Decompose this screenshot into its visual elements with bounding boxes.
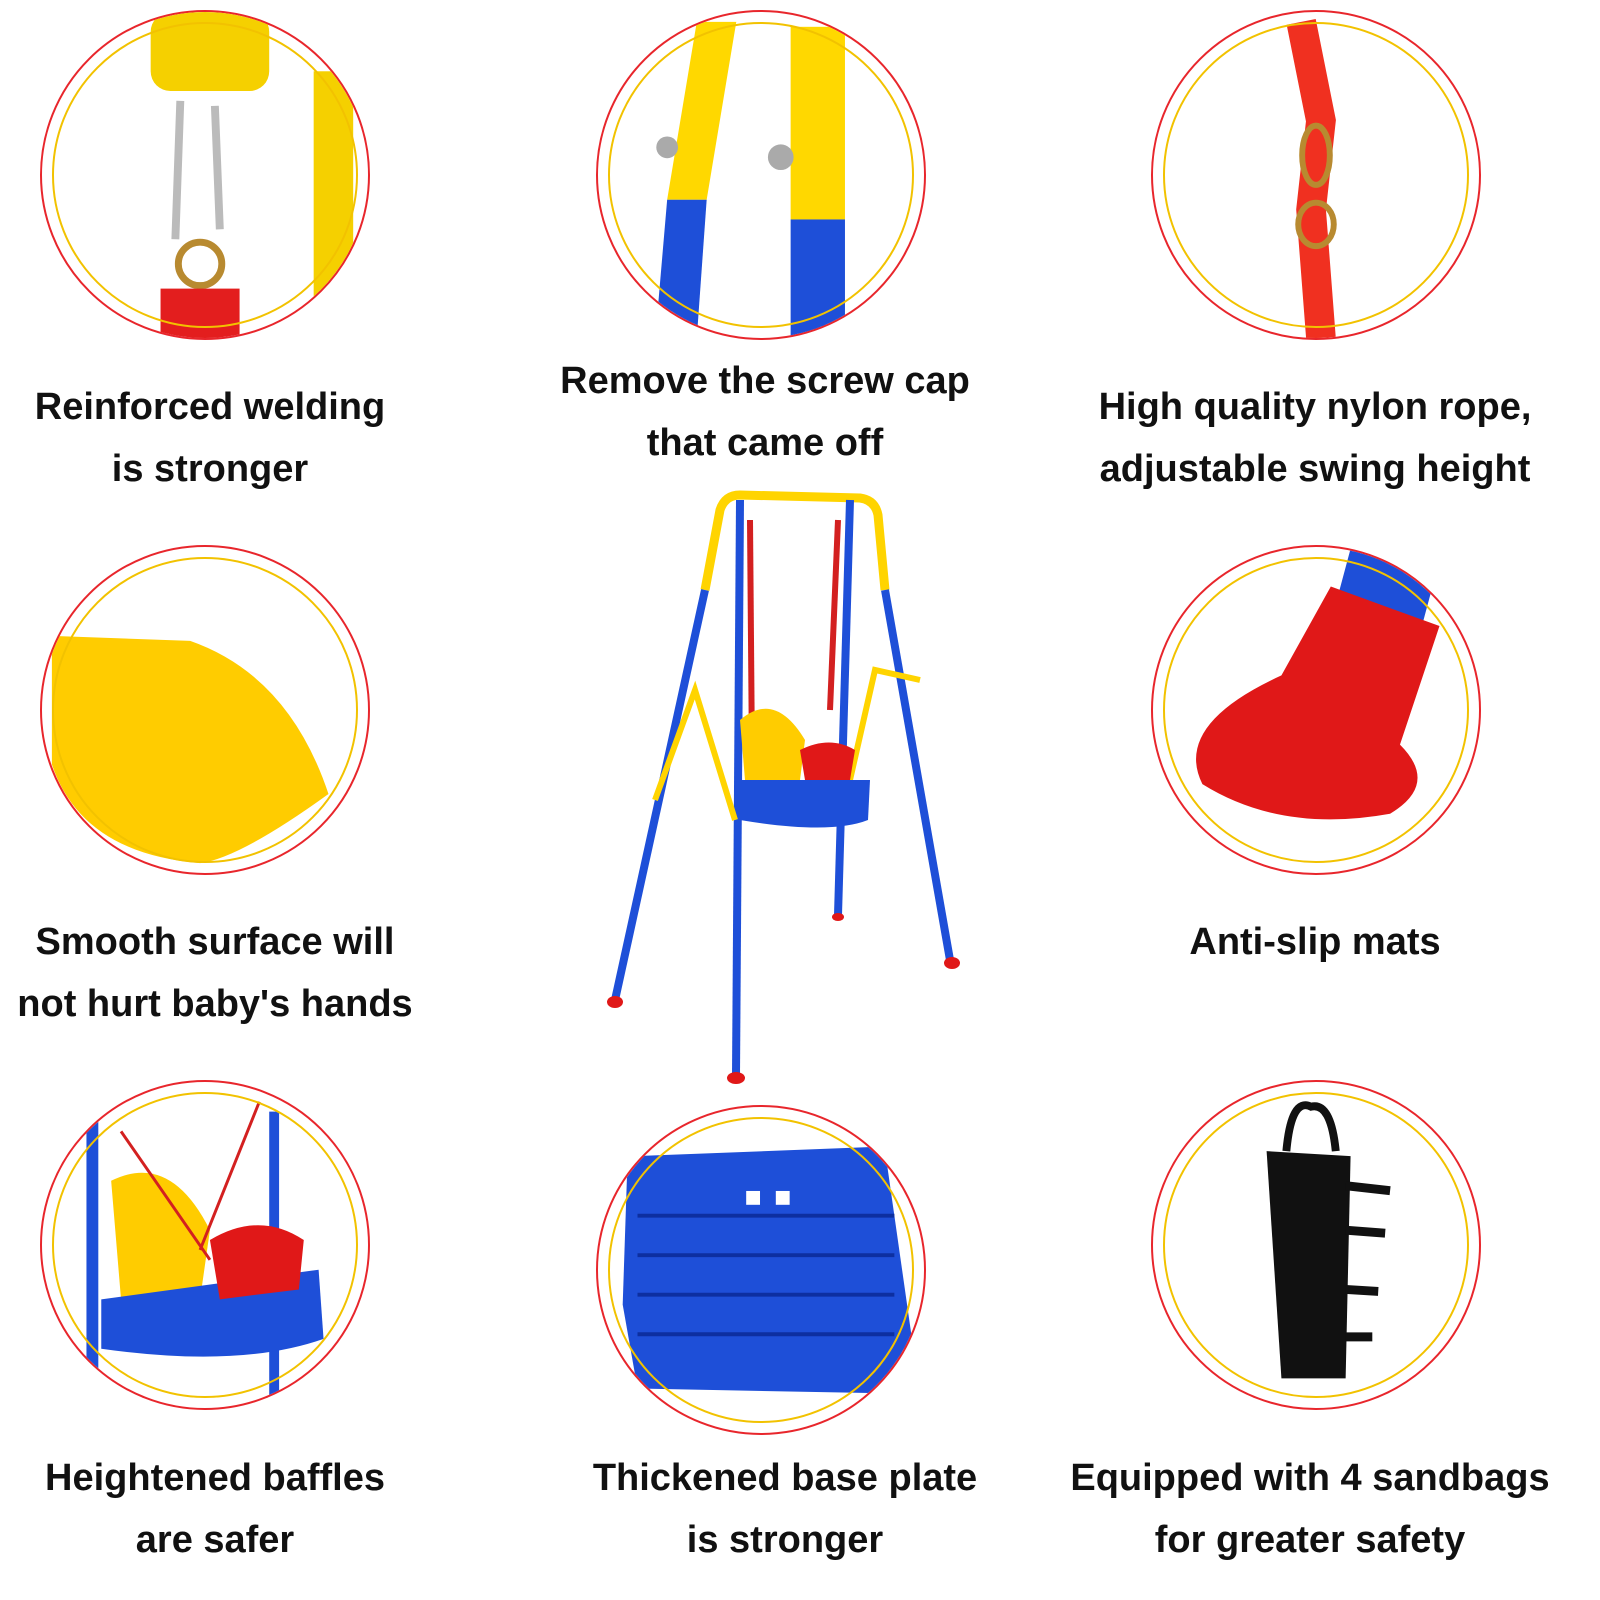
caption-mats: Anti-slip mats bbox=[1055, 911, 1575, 973]
caption-surface: Smooth surface will not hurt baby's hand… bbox=[0, 911, 475, 1035]
surface-detail-image bbox=[40, 545, 370, 875]
caption-screw-cap: Remove the screw cap that came off bbox=[505, 350, 1025, 474]
caption-line: Equipped with 4 sandbags bbox=[1070, 1457, 1550, 1499]
caption-line: for greater safety bbox=[1154, 1519, 1466, 1561]
base-plate-detail-image bbox=[596, 1105, 926, 1435]
rope-detail-image bbox=[1151, 10, 1481, 340]
screw-cap-detail-image bbox=[596, 10, 926, 340]
caption-line: is stronger bbox=[111, 448, 309, 490]
baffles-detail-image bbox=[40, 1080, 370, 1410]
caption-line: Remove the screw cap bbox=[560, 360, 970, 402]
caption-line: Thickened base plate bbox=[592, 1457, 978, 1499]
caption-line: Anti-slip mats bbox=[1189, 921, 1441, 963]
caption-line: Reinforced welding bbox=[34, 386, 386, 428]
caption-rope: High quality nylon rope, adjustable swin… bbox=[1055, 376, 1575, 500]
swing-product-image bbox=[607, 490, 960, 1084]
caption-line: that came off bbox=[646, 422, 884, 464]
caption-sandbags: Equipped with 4 sandbags for greater saf… bbox=[1050, 1447, 1570, 1571]
caption-line: adjustable swing height bbox=[1099, 448, 1531, 490]
caption-welding: Reinforced welding is stronger bbox=[0, 376, 470, 500]
caption-line: are safer bbox=[135, 1519, 295, 1561]
caption-base-plate: Thickened base plate is stronger bbox=[525, 1447, 1045, 1571]
mat-detail-image bbox=[1151, 545, 1481, 875]
caption-line: not hurt baby's hands bbox=[17, 983, 413, 1025]
caption-line: High quality nylon rope, bbox=[1098, 386, 1532, 428]
sandbag-detail-image bbox=[1151, 1080, 1481, 1410]
caption-line: Smooth surface will bbox=[35, 921, 395, 963]
caption-line: is stronger bbox=[686, 1519, 884, 1561]
welding-detail-image bbox=[40, 10, 370, 340]
caption-line: Heightened baffles bbox=[45, 1457, 385, 1499]
caption-baffles: Heightened baffles are safer bbox=[0, 1447, 475, 1571]
